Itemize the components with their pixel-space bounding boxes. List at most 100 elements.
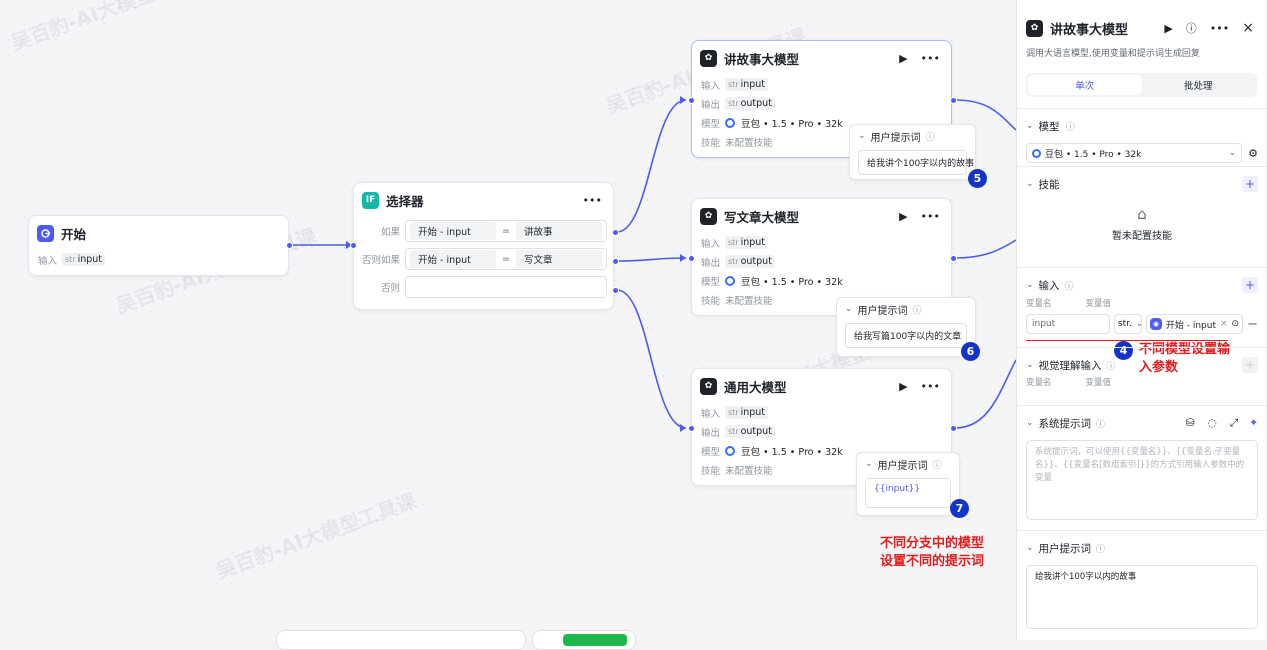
variable-type-select[interactable]: str.⌄ <box>1113 314 1143 334</box>
tab-batch[interactable]: 批处理 <box>1183 81 1213 92</box>
model-name: 豆包 • 1.5 • Pro • 32k <box>741 118 843 130</box>
run-icon[interactable]: ▶ <box>899 379 908 393</box>
user-prompt-text[interactable]: 给我写篇100字以内的文章 <box>845 323 967 348</box>
bulb-icon[interactable]: ◌ <box>1207 417 1217 429</box>
user-prompt-text[interactable]: 给我讲个100字以内的故事 <box>858 150 974 175</box>
remove-input-button[interactable]: − <box>1247 316 1258 332</box>
step-badge-4: 4 <box>1114 341 1133 360</box>
run-icon[interactable]: ▶ <box>899 209 908 223</box>
close-icon[interactable]: × <box>1242 20 1254 36</box>
selector-node-title: 选择器 <box>386 193 424 209</box>
condition-left[interactable]: 开始 - input <box>410 250 496 268</box>
workflow-canvas[interactable]: 吴百豹-AI大模型工具课 吴百豹-AI大模型工具课 吴百豹-AI大模型工具课 吴… <box>0 0 1017 650</box>
more-icon[interactable]: ••• <box>920 51 940 65</box>
help-icon[interactable]: ⓘ <box>1185 22 1197 35</box>
doubao-model-icon <box>725 445 735 456</box>
mode-tabs: 单次 批处理 <box>1026 73 1257 97</box>
variable-name-input[interactable]: input <box>1026 314 1110 334</box>
more-icon[interactable]: ••• <box>1209 21 1230 35</box>
elseif-port[interactable] <box>612 258 619 265</box>
expand-icon[interactable]: ⤢ <box>1229 416 1239 429</box>
llm-icon: ✿ <box>700 49 717 67</box>
input-port[interactable] <box>350 242 357 249</box>
condition-right[interactable]: 讲故事 <box>515 222 602 240</box>
tab-single[interactable]: 单次 <box>1028 75 1142 95</box>
settings-icon[interactable]: ⚙ <box>1248 146 1258 160</box>
model-name: 豆包 • 1.5 • Pro • 32k <box>741 276 843 288</box>
add-input-button[interactable]: + <box>1242 277 1258 293</box>
else-port[interactable] <box>612 287 619 294</box>
chevron-down-icon[interactable]: ⌄ <box>1026 543 1034 553</box>
chevron-down-icon[interactable]: ⌄ <box>1026 179 1034 189</box>
wire-elseif-article <box>616 257 687 262</box>
chevron-down-icon[interactable]: ⌄ <box>1026 418 1034 428</box>
more-icon[interactable]: ••• <box>920 209 940 223</box>
wire-story-out <box>954 99 1017 131</box>
ai-sparkle-icon[interactable]: ✦ <box>1249 417 1258 429</box>
chevron-down-icon[interactable]: ⌄ <box>865 459 873 469</box>
info-icon: ⓘ <box>925 132 935 143</box>
input-label: 输入 <box>38 255 58 267</box>
library-icon[interactable]: ⛁ <box>1185 417 1195 429</box>
chevron-down-icon[interactable]: ⌄ <box>845 304 853 314</box>
output-port[interactable] <box>950 97 957 104</box>
target-icon[interactable]: ⊙ <box>1231 319 1240 329</box>
arrow-head <box>680 424 686 432</box>
canvas-toolbar-run[interactable] <box>532 630 636 650</box>
step-badge-5: 5 <box>968 169 987 188</box>
system-prompt-textarea[interactable]: 系统提示词，可以使用{{变量名}}、{{变量名.子变量名}}、{{变量名[数组索… <box>1026 440 1258 520</box>
user-prompt-textarea[interactable]: 给我讲个100字以内的故事 <box>1026 565 1258 629</box>
clear-icon[interactable]: × <box>1220 319 1228 329</box>
chevron-down-icon[interactable]: ⌄ <box>1026 280 1034 290</box>
condition-right[interactable]: 写文章 <box>515 250 602 268</box>
info-icon: ⓘ <box>912 305 922 316</box>
panel-description: 调用大语言模型,使用变量和提示词生成回复 <box>1026 49 1200 59</box>
skills-section: ⌄技能+ ⌂ 暂未配置技能 <box>1017 166 1267 267</box>
canvas-toolbar[interactable] <box>276 630 526 650</box>
arrow-head <box>680 254 686 262</box>
more-icon[interactable]: ••• <box>582 193 602 207</box>
input-port[interactable] <box>688 97 695 104</box>
arrow-head <box>346 241 352 249</box>
chevron-down-icon[interactable]: ⌄ <box>1026 121 1034 131</box>
info-icon: ⓘ <box>932 460 942 471</box>
condition-left[interactable]: 开始 - input <box>410 222 496 240</box>
model-select[interactable]: 豆包 • 1.5 • Pro • 32k ⌄ <box>1026 143 1243 163</box>
annotation-input-params: 不同模型设置输 入参数 <box>1139 342 1231 375</box>
run-icon[interactable]: ▶ <box>1164 21 1173 35</box>
more-icon[interactable]: ••• <box>920 379 940 393</box>
run-icon[interactable]: ▶ <box>899 51 908 65</box>
if-port[interactable] <box>612 229 619 236</box>
selector-node[interactable]: IF 选择器 ••• 如果 开始 - input = 讲故事 否则如果 开始 -… <box>350 182 619 310</box>
add-skill-button[interactable]: + <box>1242 176 1258 192</box>
test-run-button[interactable] <box>563 634 627 646</box>
annotation-branch-prompts: 不同分支中的模型 设置不同的提示词 <box>880 536 985 569</box>
user-prompt-text[interactable]: {{input}} <box>865 478 951 508</box>
input-port[interactable] <box>688 255 695 262</box>
wire-else-general <box>616 289 687 429</box>
chevron-down-icon[interactable]: ⌄ <box>1026 360 1034 370</box>
empty-box-icon: ⌂ <box>1137 205 1147 223</box>
add-vision-input-button[interactable]: + <box>1242 357 1258 373</box>
else-box[interactable] <box>405 276 607 298</box>
input-port[interactable] <box>688 425 695 432</box>
variable-ref-select[interactable]: ◉ 开始 - input × ⊙ <box>1145 314 1244 334</box>
chevron-down-icon[interactable]: ⌄ <box>858 131 866 141</box>
skill-value: 未配置技能 <box>725 465 773 477</box>
output-port[interactable] <box>286 242 293 249</box>
output-port[interactable] <box>950 425 957 432</box>
output-port[interactable] <box>950 255 957 262</box>
info-icon: ⓘ <box>1096 544 1106 555</box>
